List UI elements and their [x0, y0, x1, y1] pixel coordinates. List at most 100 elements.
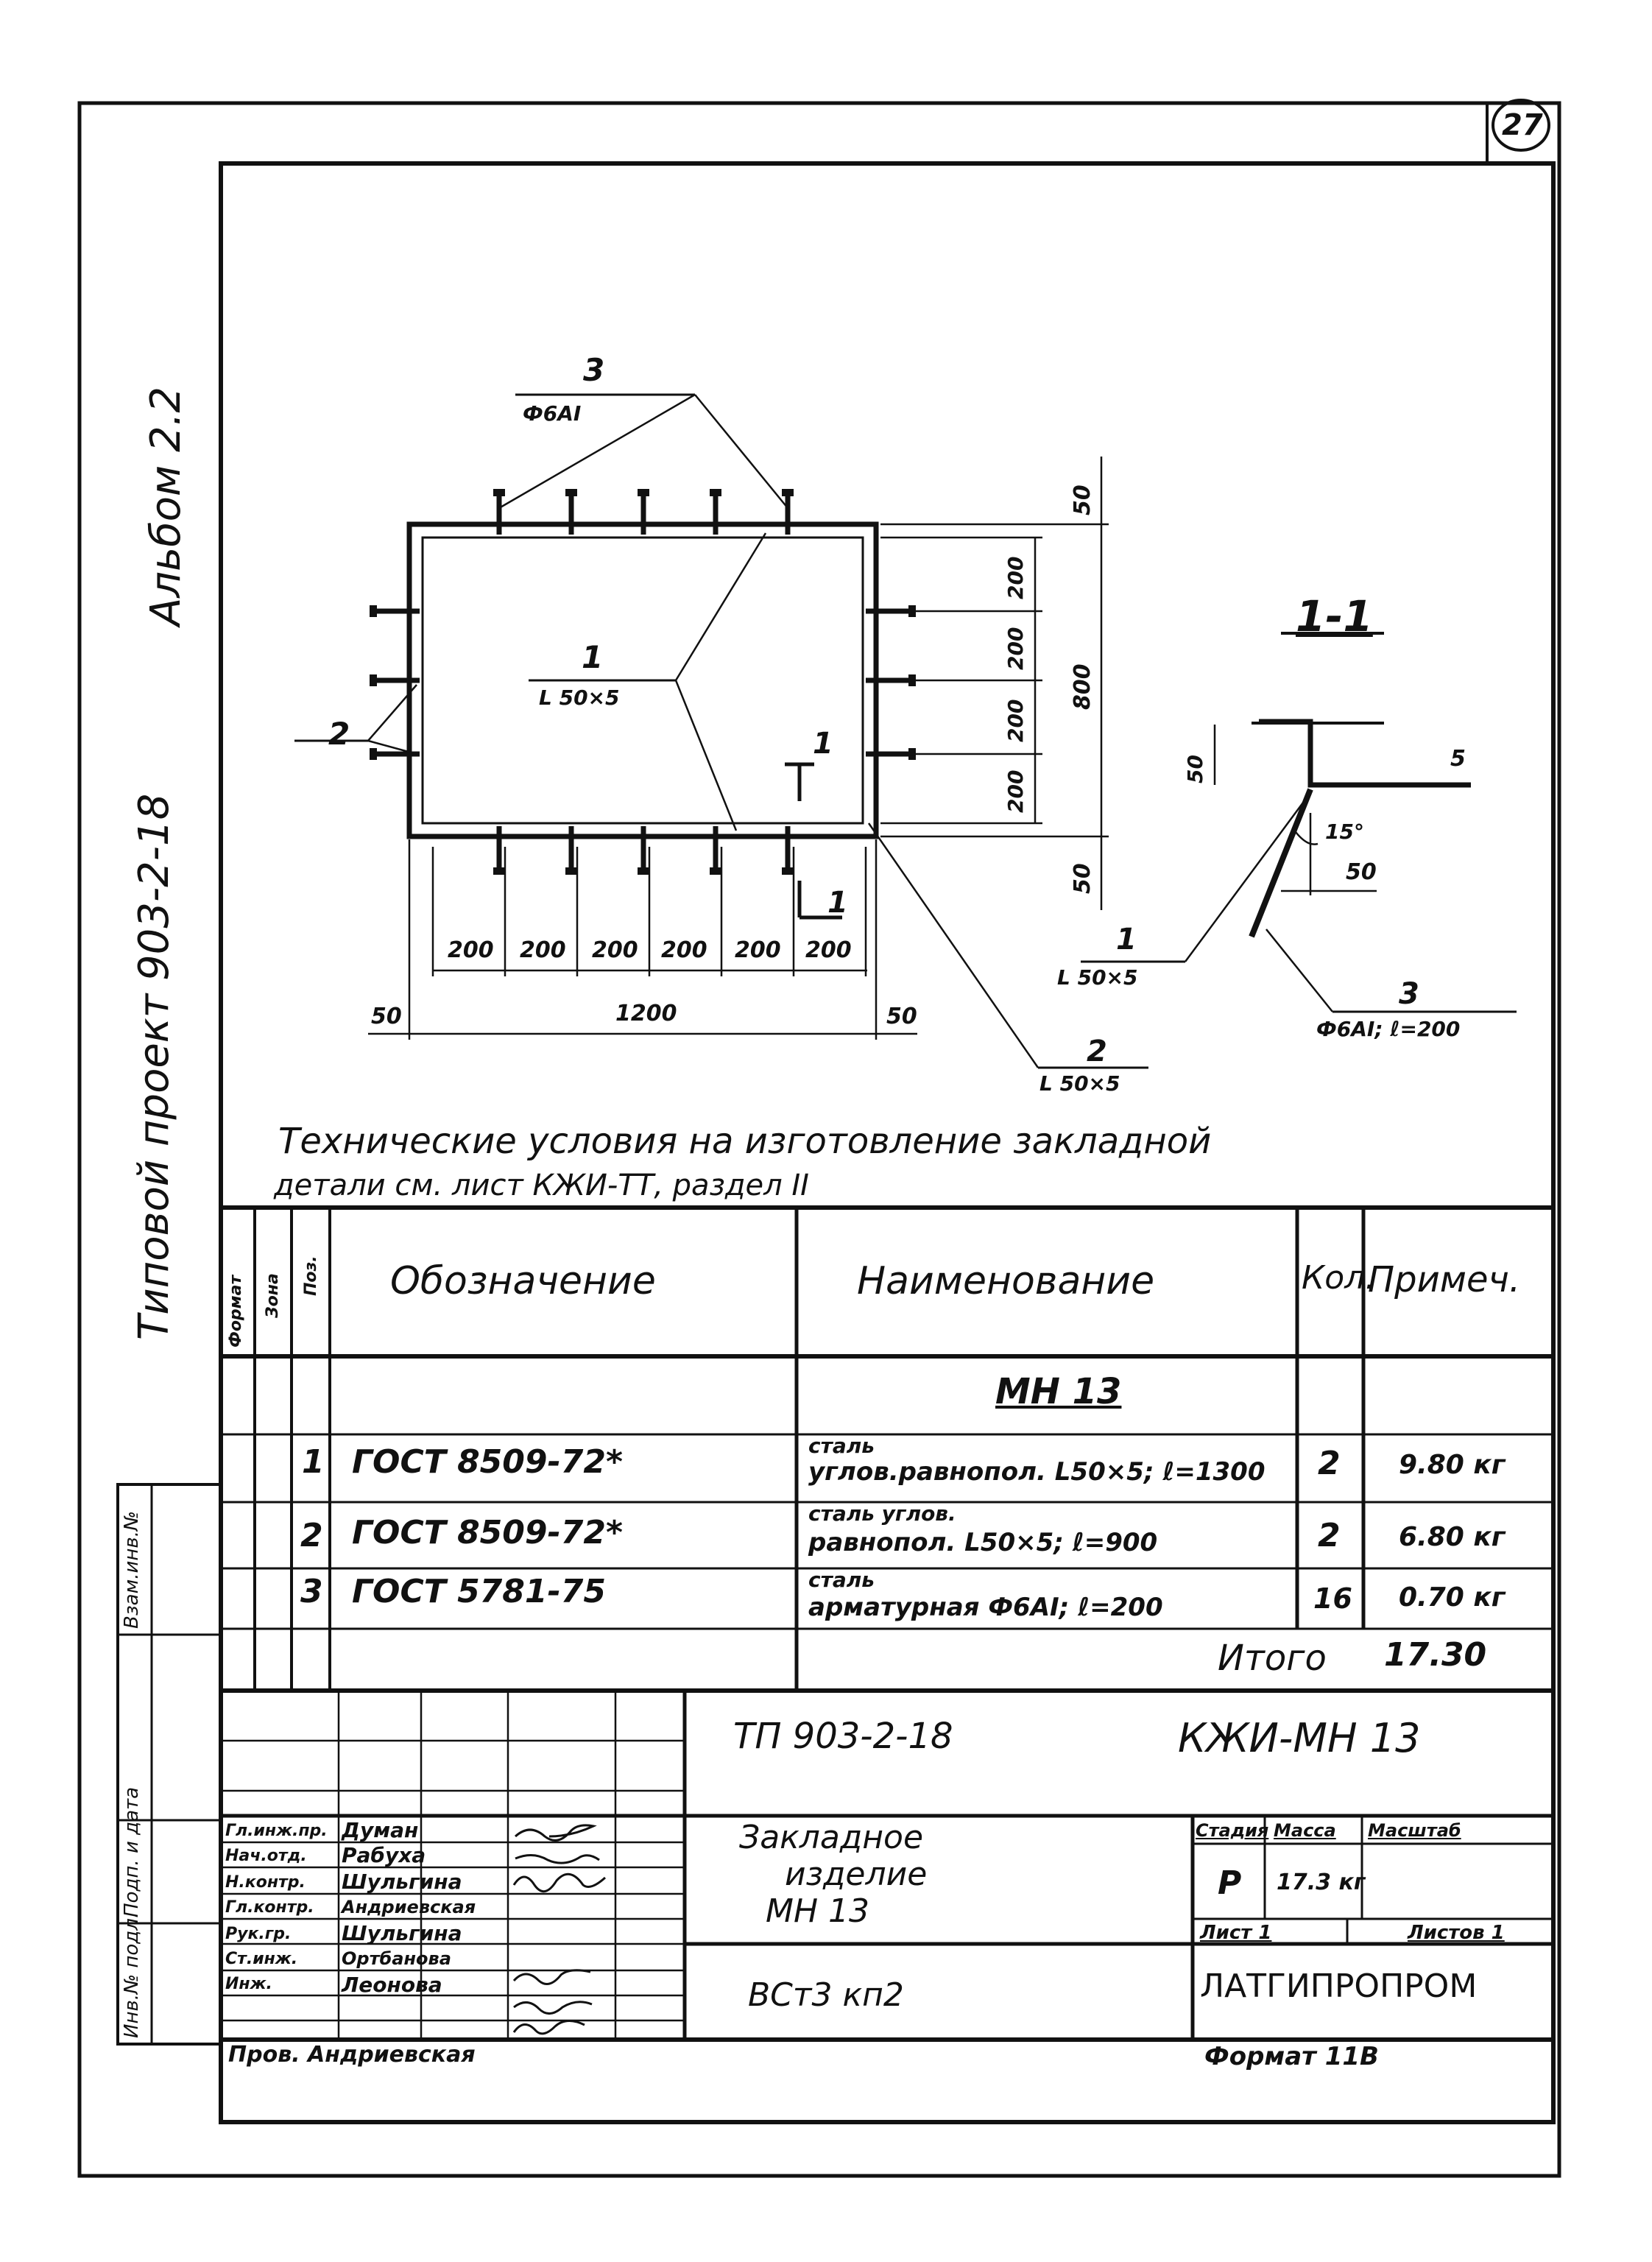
tb-name-2: Рабуха	[342, 1843, 426, 1867]
spec-total-label: Итого	[1218, 1638, 1327, 1679]
spec-r1-name1: сталь	[808, 1434, 875, 1458]
note-line-2: детали см. лист КЖИ-ТТ, раздел II	[274, 1169, 809, 1202]
tb-sheets: Листов 1	[1408, 1922, 1505, 1944]
page-number-circle	[1492, 99, 1550, 152]
outer-border	[77, 101, 1561, 2178]
tb-title-2: изделие	[785, 1856, 928, 1893]
tb-name-7: Леонова	[342, 1973, 442, 1997]
section-title: 1-1	[1296, 591, 1373, 641]
dim-b-5: 200	[735, 937, 781, 963]
spec-r3-qty: 16	[1313, 1582, 1352, 1615]
sec-dim-50: 50	[1183, 755, 1207, 783]
tb-checked-by: Пров. Андриевская	[228, 2042, 476, 2068]
stamp-inv-podl: Инв.№ подл.	[121, 1912, 143, 2038]
spec-r2-designation: ГОСТ 8509-72*	[352, 1514, 624, 1551]
spec-total-value: 17.30	[1384, 1636, 1487, 1674]
signature-scribbles	[512, 1824, 607, 2035]
pos1-label: 1	[582, 639, 604, 675]
spec-h-format: Формат	[227, 1275, 245, 1347]
tb-role-6: Ст.инж.	[225, 1950, 298, 1968]
tb-name-1: Думан	[342, 1818, 419, 1842]
sec-pos1: 1	[1116, 923, 1137, 956]
inner-frame	[219, 161, 1556, 2124]
tb-name-5: Шульгина	[342, 1921, 462, 1945]
spec-group-title: МН 13	[995, 1371, 1122, 1412]
dim-b-3: 200	[592, 937, 638, 963]
tb-stage-h: Стадия	[1196, 1820, 1269, 1841]
tb-title-3: МН 13	[766, 1892, 870, 1930]
tb-mass-h: Масса	[1274, 1820, 1336, 1841]
tb-code-right: КЖИ-МН 13	[1178, 1715, 1421, 1761]
dim-r-2: 200	[1003, 627, 1028, 670]
spec-r3-designation: ГОСТ 5781-75	[352, 1573, 607, 1610]
pos3-label: 3	[583, 352, 605, 388]
spec-r2-note: 6.80 кг	[1399, 1522, 1505, 1552]
dim-b-6: 200	[805, 937, 852, 963]
sec-pos1-sub: L 50×5	[1057, 965, 1138, 990]
tb-scale-h: Масштаб	[1368, 1820, 1461, 1841]
sec-pos3: 3	[1399, 977, 1419, 1011]
spec-h-designation: Обозначение	[390, 1259, 656, 1303]
cut-mark-bottom: 1	[827, 886, 848, 920]
dim-edge-right: 50	[886, 1004, 917, 1029]
tb-name-3: Шульгина	[342, 1870, 462, 1894]
spec-h-note: Примеч.	[1368, 1259, 1521, 1300]
tb-role-2: Нач.отд.	[225, 1847, 307, 1865]
spec-r2-name1: сталь углов.	[808, 1501, 956, 1526]
pos2-sub-b: L 50×5	[1039, 1071, 1120, 1096]
tb-role-7: Инж.	[225, 1975, 272, 1993]
section-view	[1081, 632, 1517, 1013]
title-block-lines	[221, 1691, 1553, 2042]
spec-r1-name2: углов.равнопол. L50×5; ℓ=1300	[808, 1457, 1266, 1487]
stamp-vzam-inv: Взам.инв.№	[121, 1511, 143, 1629]
sec-angle: 15°	[1325, 820, 1364, 844]
spec-h-name: Наименование	[857, 1259, 1155, 1303]
spec-r1-qty: 2	[1318, 1445, 1341, 1482]
note-line-1: Технические условия на изготовление закл…	[278, 1121, 1212, 1162]
spec-r2-qty: 2	[1318, 1517, 1341, 1554]
spec-r3-name2: арматурная Ф6АI; ℓ=200	[808, 1593, 1163, 1622]
dim-overall-h: 1200	[615, 1001, 677, 1026]
tb-role-5: Рук.гр.	[225, 1925, 292, 1943]
spec-r1-note: 9.80 кг	[1399, 1450, 1505, 1480]
dim-edge-left: 50	[371, 1004, 402, 1029]
spec-table-lines	[221, 1205, 1553, 1693]
spec-r1-designation: ГОСТ 8509-72*	[352, 1443, 624, 1481]
left-stamp-lines	[116, 1483, 222, 2046]
tb-mass: 17.3 кг	[1277, 1870, 1366, 1895]
spec-r3-name1: сталь	[808, 1568, 875, 1592]
dim-top-right: 50	[1070, 485, 1095, 515]
tb-code-left: ТП 903-2-18	[733, 1716, 953, 1757]
spec-h-qty: Кол.	[1302, 1259, 1376, 1297]
tb-name-4: Андриевская	[342, 1897, 476, 1917]
tb-name-6: Ортбанова	[342, 1948, 451, 1969]
spec-r2-pos: 2	[300, 1517, 323, 1554]
dim-r-1: 200	[1003, 556, 1028, 599]
tb-material: ВСт3 кп2	[748, 1976, 904, 2014]
tb-format: Формат 11В	[1204, 2042, 1379, 2071]
spec-r1-pos: 1	[302, 1443, 325, 1481]
pos2-label-b: 2	[1087, 1035, 1107, 1068]
dim-b-1: 200	[448, 937, 494, 963]
album-label: Альбом 2.2	[142, 386, 190, 626]
page-number: 27	[1502, 108, 1543, 142]
dim-r-4: 200	[1003, 769, 1028, 813]
spec-h-pos: Поз.	[302, 1255, 320, 1296]
tb-title-1: Закладное	[739, 1819, 924, 1856]
spec-r2-name2: равнопол. L50×5; ℓ=900	[808, 1528, 1158, 1557]
tb-sheet: Лист 1	[1200, 1922, 1272, 1944]
dim-b-4: 200	[661, 937, 707, 963]
project-label: Типовой проект 903-2-18	[130, 793, 178, 1340]
tb-org: ЛАТГИПРОПРОМ	[1200, 1967, 1478, 2005]
tb-role-4: Гл.контр.	[225, 1898, 314, 1917]
dimensions-right	[880, 457, 1109, 910]
sec-dim-5: 5	[1450, 746, 1466, 772]
spec-r3-pos: 3	[300, 1573, 323, 1610]
pos1-sub: L 50×5	[539, 686, 620, 710]
dimensions-bottom	[368, 839, 917, 1040]
dim-overall-v: 800	[1070, 663, 1095, 710]
sec-dim-50b: 50	[1346, 859, 1377, 885]
sec-pos3-sub: Ф6АI; ℓ=200	[1316, 1017, 1461, 1041]
spec-h-zone: Зона	[264, 1273, 282, 1318]
